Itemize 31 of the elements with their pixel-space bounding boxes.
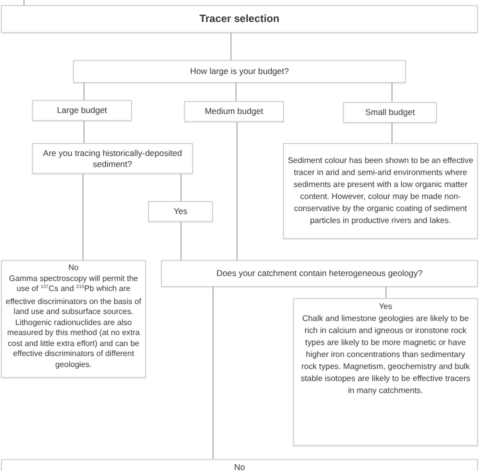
connector-line [180, 222, 182, 260]
connector-line [212, 286, 214, 460]
box-text: Large budget [56, 105, 108, 116]
flow-box [32, 143, 193, 174]
box-text: Yes [378, 301, 392, 313]
box-text: How large is your budget? [190, 66, 289, 77]
flow-box [1, 260, 146, 378]
flow-box [343, 102, 437, 123]
connector-line [82, 174, 84, 260]
box-text: Medium budget [204, 106, 264, 117]
box-text: Does your catchment contain heterogeneous geology? [216, 268, 423, 279]
flow-box [32, 100, 132, 121]
box-text: Yes [174, 206, 188, 217]
box-text: Chalk and limestone geologies are likely to be rich in calcium and igneous or ironstone rock types are likely to be more magnetic or have higher iron concentrations than sedimentary rock types. Magnetism, geochemistry and bulk stable isotopes are likely to be effective tracers in many catchments. [300, 313, 472, 397]
connector-line [236, 122, 238, 260]
flow-box [148, 201, 213, 222]
box-text: Are you tracing historically-deposited sediment? [42, 148, 183, 170]
box-text: No [68, 263, 79, 274]
box-text: Small budget [365, 107, 415, 118]
flow-box [1, 459, 478, 471]
box-text: No [234, 462, 245, 471]
flow-box [184, 101, 284, 122]
connector-line [180, 174, 182, 202]
flow-box [161, 260, 478, 287]
box-text: Sediment colour has been shown to be an effective tracer in arid and semi-arid environments where sediments are present with a low organic matter content. However, colour may be made non-conservative by the organic coating of sediment particles in productive rivers and lakes. [287, 155, 474, 227]
flow-box [293, 298, 478, 446]
heading-text: Tracer selection [200, 12, 280, 26]
title-box [1, 5, 478, 33]
connector-line [230, 32, 232, 60]
flow-box [73, 60, 406, 83]
flow-box [283, 143, 478, 239]
